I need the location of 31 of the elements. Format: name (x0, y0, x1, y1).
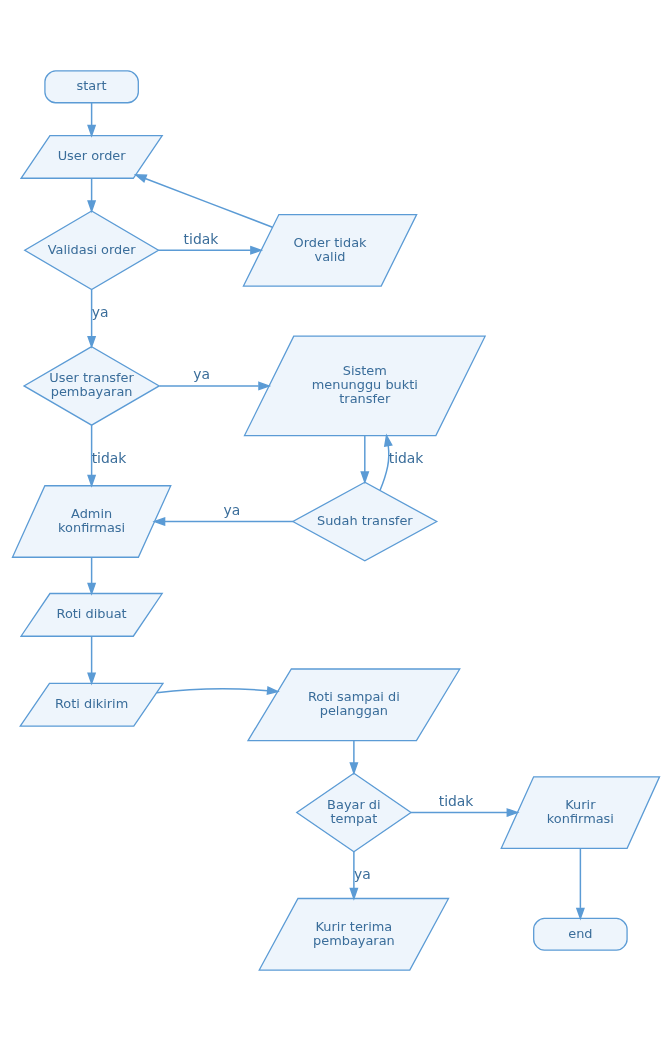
edge-label: tidak (438, 792, 474, 809)
node-diamond: Validasi order (23, 209, 160, 290)
arrow (87, 556, 97, 596)
edge-label: tidak (91, 449, 127, 466)
arrow (410, 807, 520, 817)
arrow (87, 288, 97, 349)
node-diamond: User transfer pembayaran (22, 345, 161, 426)
edge-label: ya (223, 501, 241, 518)
node-box: start (44, 69, 139, 103)
arrow (157, 245, 264, 255)
node-box: end (533, 917, 628, 951)
arrow (87, 177, 97, 213)
arrow (87, 423, 97, 488)
arrow (87, 101, 97, 138)
arrow (152, 516, 294, 526)
edge-label: ya (353, 865, 371, 882)
edge-label: tidak (183, 230, 219, 247)
arrow (349, 850, 359, 901)
node-diamond: Sudah transfer (291, 481, 439, 561)
arrow (87, 635, 97, 685)
arrow (155, 685, 280, 695)
arrow (360, 434, 370, 484)
arrow (575, 847, 585, 921)
node-diamond: Bayar di tempat (295, 772, 413, 853)
arrow (158, 380, 272, 390)
arrow (133, 173, 274, 228)
arrow (349, 739, 359, 775)
edge-label: ya (91, 303, 109, 320)
edge-label: tidak (388, 449, 424, 466)
arrow (379, 433, 393, 491)
edge-label: ya (193, 365, 211, 382)
